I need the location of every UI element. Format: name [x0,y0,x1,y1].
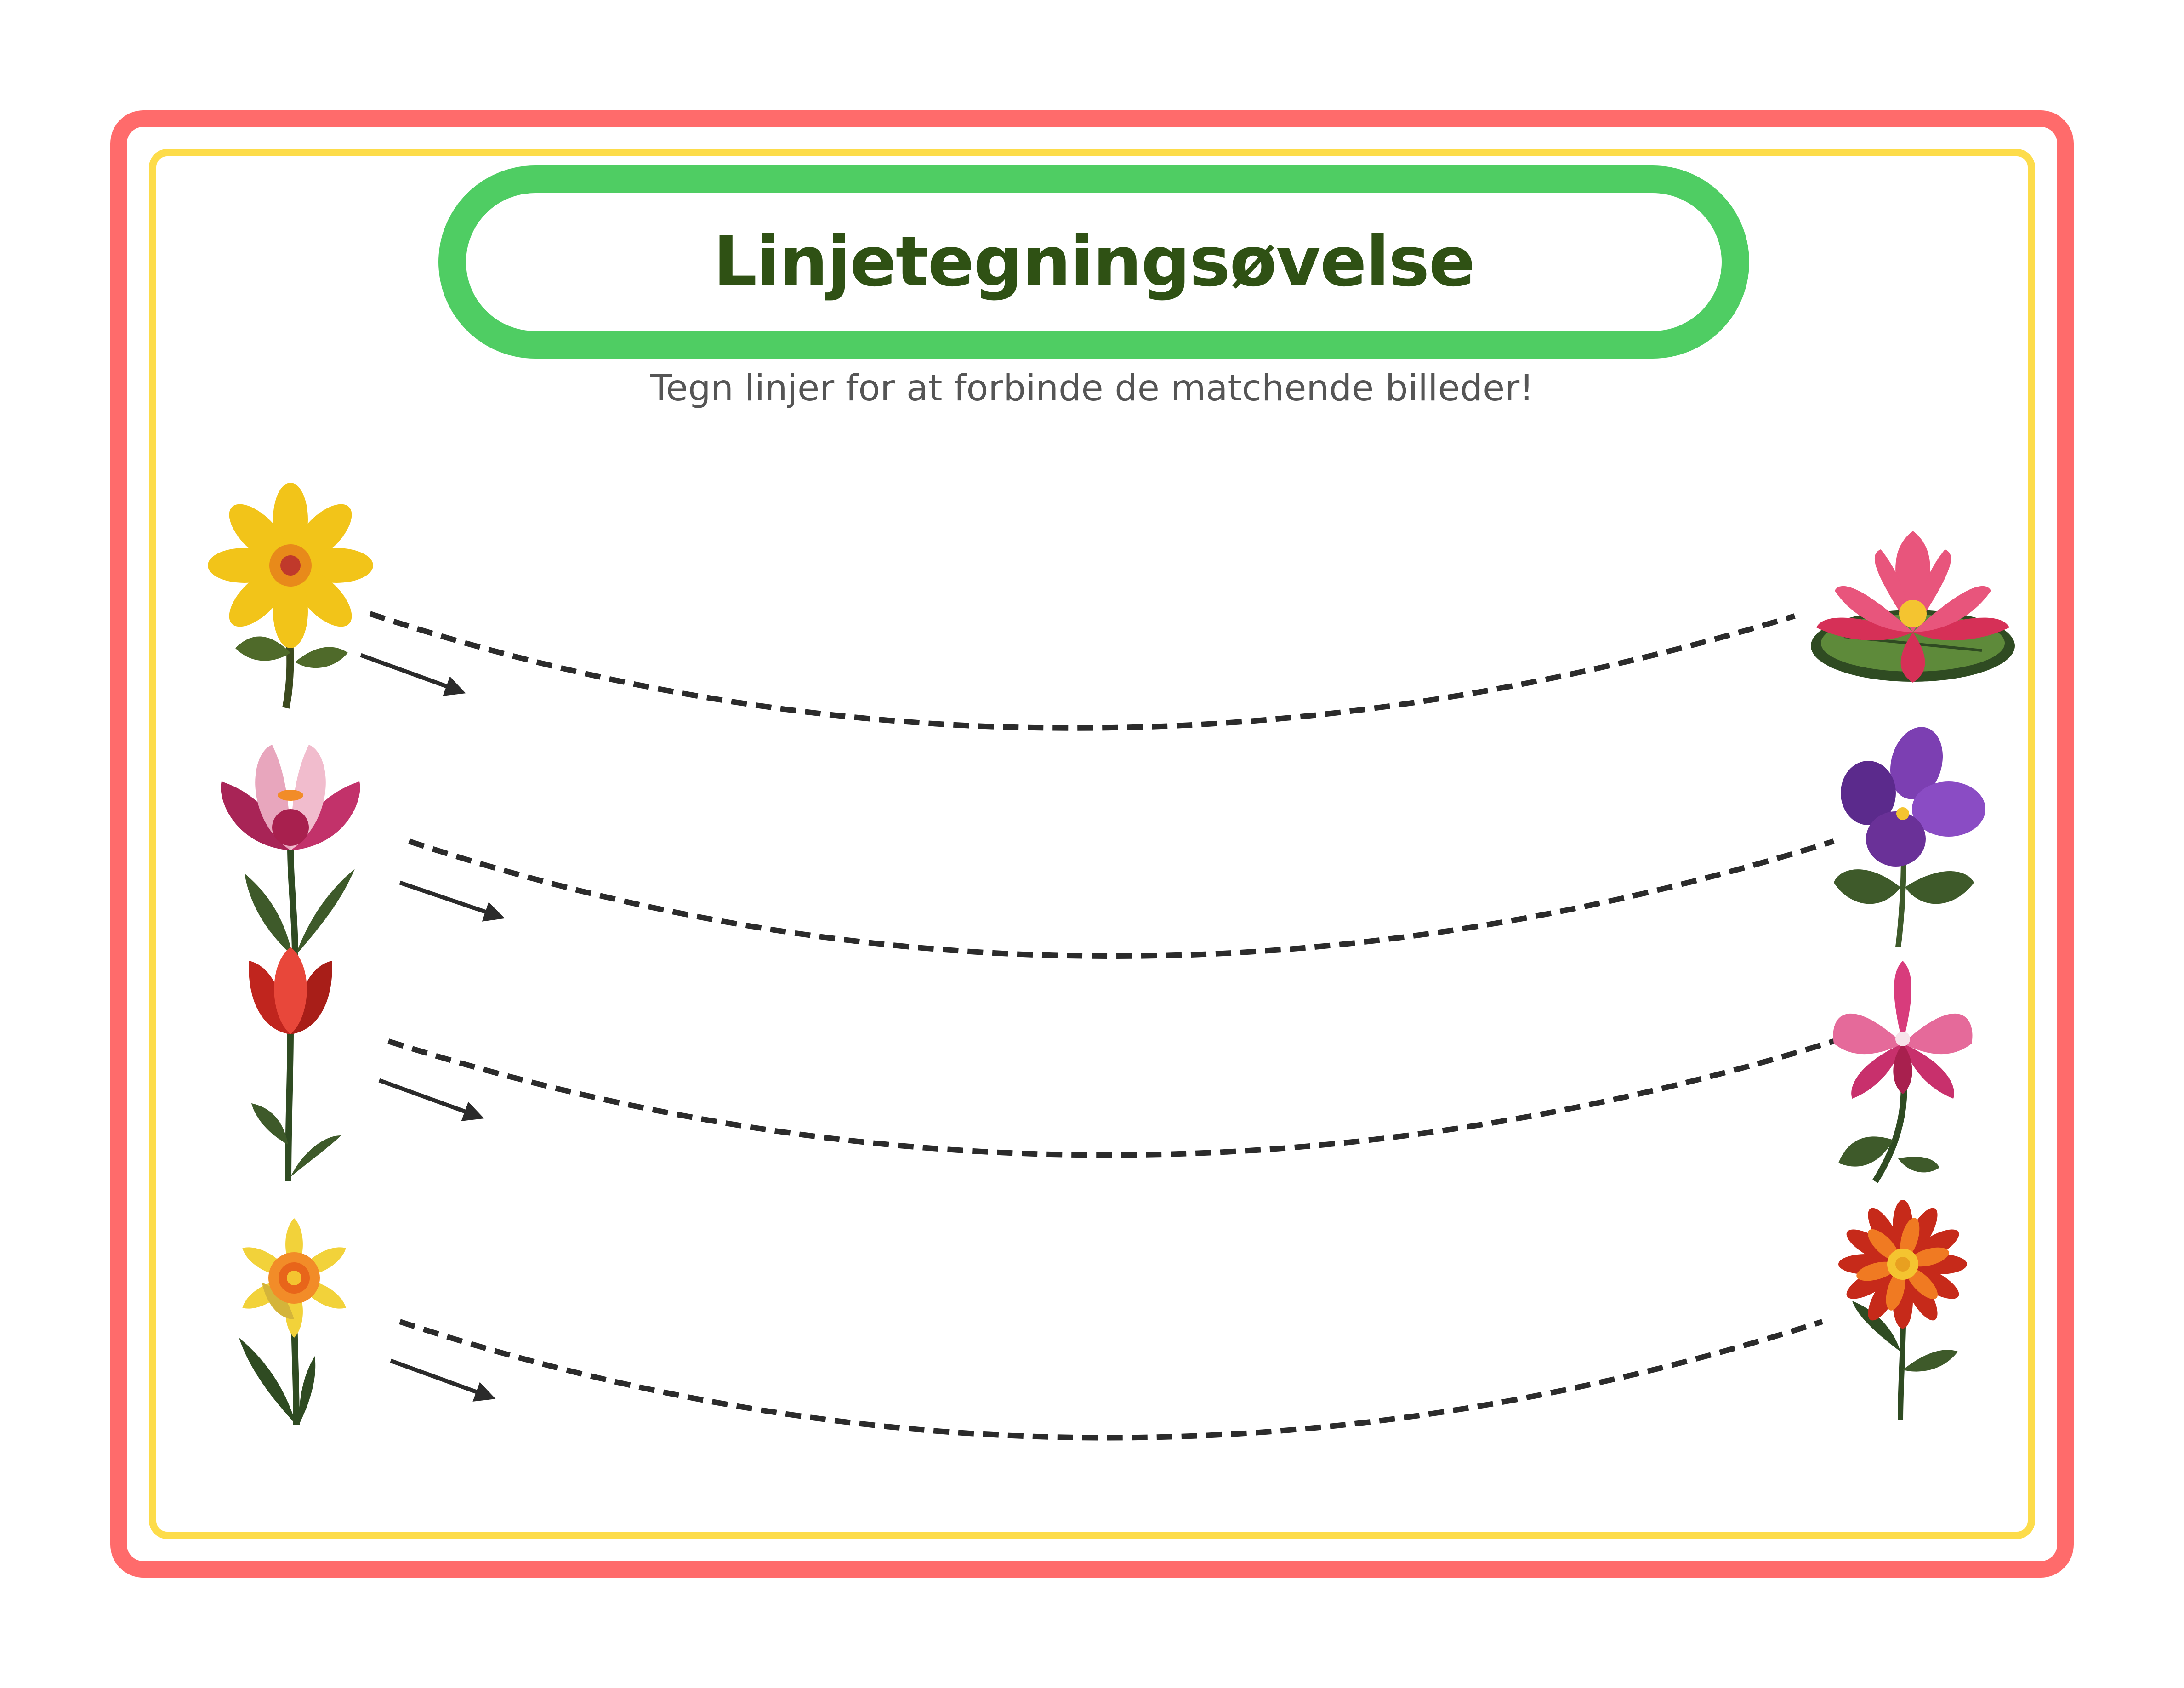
pink-orchid-icon [1833,961,1973,1183]
row-4 [239,1200,1967,1441]
trace-dashed-line [408,838,1835,959]
orange-gerbera-icon [1838,1200,1967,1421]
water-lily-icon [1811,531,2015,683]
short-arrow [378,1078,484,1121]
daffodil-icon [239,1218,346,1426]
worksheet-inner-frame [149,149,2035,1539]
row-3 [249,947,1973,1183]
purple-violet-icon [1834,727,1985,947]
row-1 [208,483,2015,731]
trace-dashed-line [399,1319,1823,1441]
short-arrow [399,880,505,922]
pink-crocus-icon [221,745,360,957]
short-arrow [390,1358,496,1402]
instruction-text: Tegn linjer for at forbinde de matchende… [650,368,1534,409]
page-title: Linjetegningsøvelse [713,222,1475,302]
trace-dashed-line [369,611,1796,731]
trace-dashed-line [387,1038,1835,1158]
short-arrow [360,653,466,696]
red-tulip-icon [249,947,341,1182]
title-banner: Linjetegningsøvelse [438,165,1749,359]
row-2 [221,727,1985,959]
yellow-star-flower-icon [208,483,373,709]
